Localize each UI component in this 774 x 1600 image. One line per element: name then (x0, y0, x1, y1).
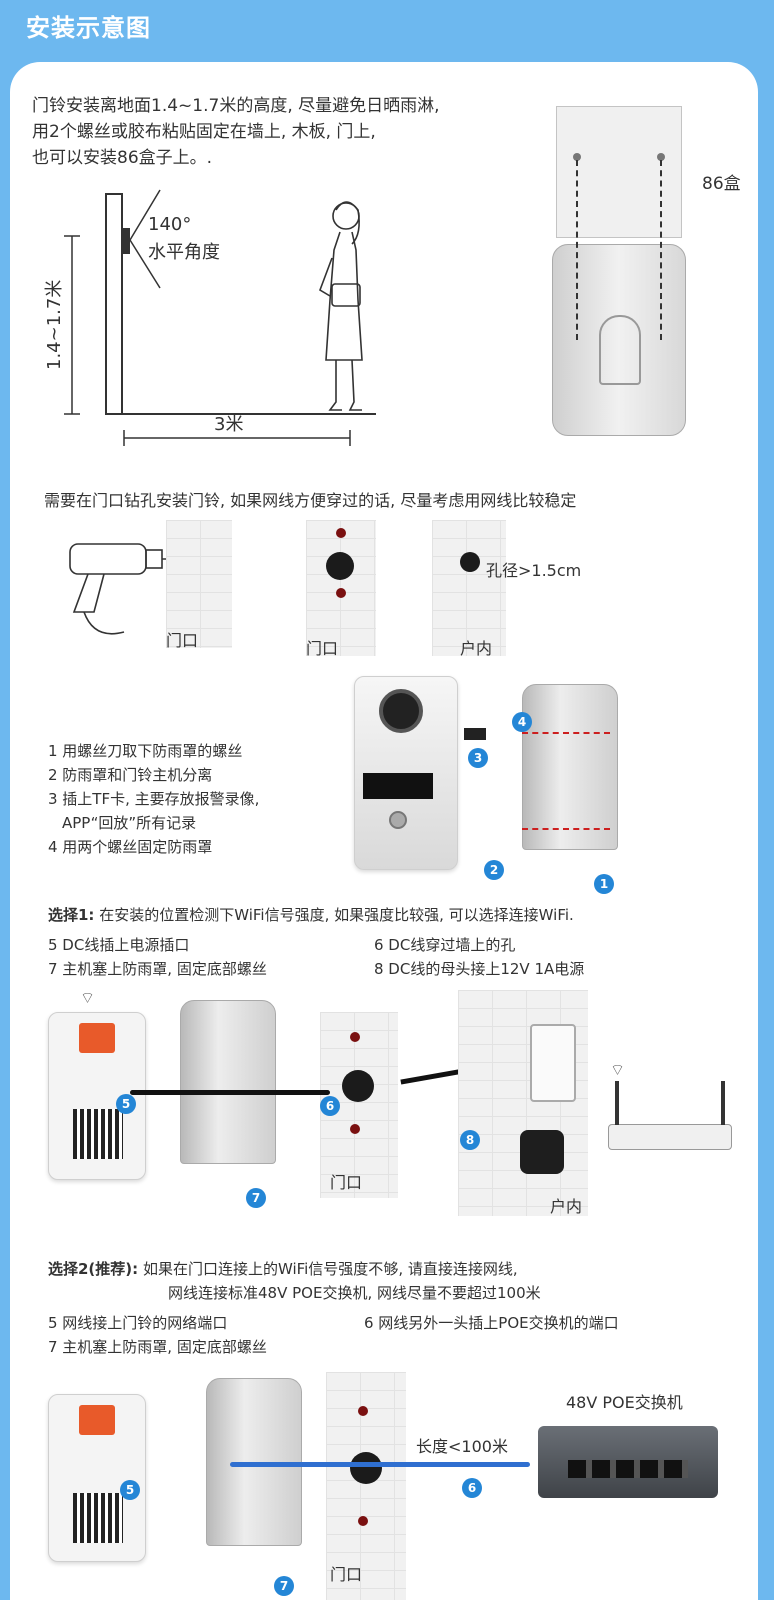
tuya-logo-2 (79, 1405, 115, 1435)
intro-line-2: 用2个螺丝或胶布粘贴固定在墙上, 木板, 门上, (32, 122, 376, 142)
bell-button-icon (389, 811, 407, 829)
option2-heading: 选择2(推荐): 如果在门口连接上的WiFi信号强度不够, 请直接连接网线, (48, 1258, 518, 1280)
right-border (754, 60, 774, 1600)
badge-5b: 5 (120, 1480, 140, 1500)
box-label: 86盒 (702, 174, 741, 194)
hole-diameter-label: 孔径>1.5cm (486, 561, 582, 580)
86-box-illustration (556, 106, 682, 238)
option1-step-5: 5 DC线插上电源插口 (48, 936, 190, 954)
option1-heading: 选择1: 在安装的位置检测下WiFi信号强度, 如果强度比较强, 可以选择连接W… (48, 904, 574, 926)
camera-lens-icon (379, 689, 423, 733)
option2-step-7: 7 主机塞上防雨罩, 固定底部螺丝 (48, 1338, 267, 1356)
option1-step-6: 6 DC线穿过墙上的孔 (374, 936, 516, 954)
distance-label: 3米 (214, 414, 244, 435)
step-2: 2 防雨罩和门铃主机分离 (48, 766, 213, 784)
length-label: 长度<100米 (416, 1437, 508, 1456)
guide-line-right (660, 160, 662, 340)
option1-desc: 在安装的位置检测下WiFi信号强度, 如果强度比较强, 可以选择连接WiFi. (99, 906, 574, 924)
power-outlet-icon (530, 1024, 576, 1102)
tf-card-icon (464, 728, 486, 740)
router-wifi-icon: ⌔ (610, 1060, 626, 1079)
badge-6: 6 (320, 1096, 340, 1116)
badge-8: 8 (460, 1130, 480, 1150)
option2-step-6: 6 网线另外一头插上POE交换机的端口 (364, 1314, 619, 1332)
drill-intro: 需要在门口钻孔安装门铃, 如果网线方便穿过的话, 尽量考虑用网线比较稳定 (44, 491, 577, 510)
ethernet-cable (230, 1462, 530, 1467)
tuya-logo (79, 1023, 115, 1053)
badge-2: 2 (484, 860, 504, 880)
intro-line-1: 门铃安装离地面1.4~1.7米的高度, 尽量避免日晒雨淋, (32, 96, 440, 116)
option2-outside-label: 门口 (330, 1565, 363, 1584)
step-1: 1 用螺丝刀取下防雨罩的螺丝 (48, 742, 243, 760)
guide-line-left (576, 160, 578, 340)
badge-5: 5 (116, 1094, 136, 1114)
option2-title: 选择2(推荐): (48, 1260, 139, 1278)
page-title: 安装示意图 (26, 14, 151, 42)
option1-title: 选择1: (48, 906, 95, 924)
wall1-label: 门口 (166, 631, 199, 650)
wall2-label: 门口 (306, 639, 339, 658)
option1-step-8: 8 DC线的母头接上12V 1A电源 (374, 960, 585, 978)
option1-outside-label: 门口 (330, 1173, 363, 1192)
dc-cable (130, 1090, 330, 1095)
badge-4: 4 (512, 712, 532, 732)
rain-cover-1 (180, 1000, 276, 1164)
power-adapter-icon (520, 1130, 564, 1174)
door-wall-2 (326, 1372, 406, 1600)
option1-inside-label: 户内 (550, 1197, 583, 1216)
mounting-plate-illustration (552, 244, 686, 436)
screw-guide-bottom (522, 828, 610, 830)
doorbell-back-2 (48, 1394, 146, 1562)
ir-panel (363, 773, 433, 799)
rain-cover (522, 684, 618, 850)
wall-outside-2 (306, 520, 376, 656)
step-3-continued: APP“回放”所有记录 (62, 814, 197, 832)
indoor-wall (458, 990, 588, 1216)
wifi-router-icon (608, 1081, 732, 1150)
angle-value: 140° (148, 214, 192, 235)
poe-switch-icon (538, 1426, 718, 1498)
badge-3: 3 (468, 748, 488, 768)
option2-desc-2: 网线连接标准48V POE交换机, 网线尽量不要超过100米 (168, 1284, 541, 1302)
qr-code-2 (73, 1493, 123, 1543)
step-3: 3 插上TF卡, 主要存放报警录像, (48, 790, 260, 808)
height-distance-diagram (64, 189, 376, 446)
step-4: 4 用两个螺丝固定防雨罩 (48, 838, 213, 856)
screw-guide-top (522, 732, 610, 734)
doorbell-unit (354, 676, 458, 870)
height-label: 1.4~1.7米 (44, 279, 65, 370)
badge-1: 1 (594, 874, 614, 894)
wifi-icon: ⌔ (80, 988, 96, 1007)
option1-step-7: 7 主机塞上防雨罩, 固定底部螺丝 (48, 960, 267, 978)
option2-step-5: 5 网线接上门铃的网络端口 (48, 1314, 228, 1332)
badge-6b: 6 (462, 1478, 482, 1498)
qr-code (73, 1109, 123, 1159)
intro-line-3: 也可以安装86盒子上。. (32, 148, 213, 168)
person-figure (319, 201, 363, 411)
angle-label: 水平角度 (148, 242, 220, 263)
wall3-label: 户内 (460, 639, 493, 658)
wall-outside-1 (166, 520, 232, 648)
badge-7: 7 (246, 1188, 266, 1208)
badge-7b: 7 (274, 1576, 294, 1596)
option2-desc-1: 如果在门口连接上的WiFi信号强度不够, 请直接连接网线, (142, 1260, 518, 1278)
wall-inside (432, 520, 506, 656)
poe-switch-label: 48V POE交换机 (566, 1393, 683, 1412)
